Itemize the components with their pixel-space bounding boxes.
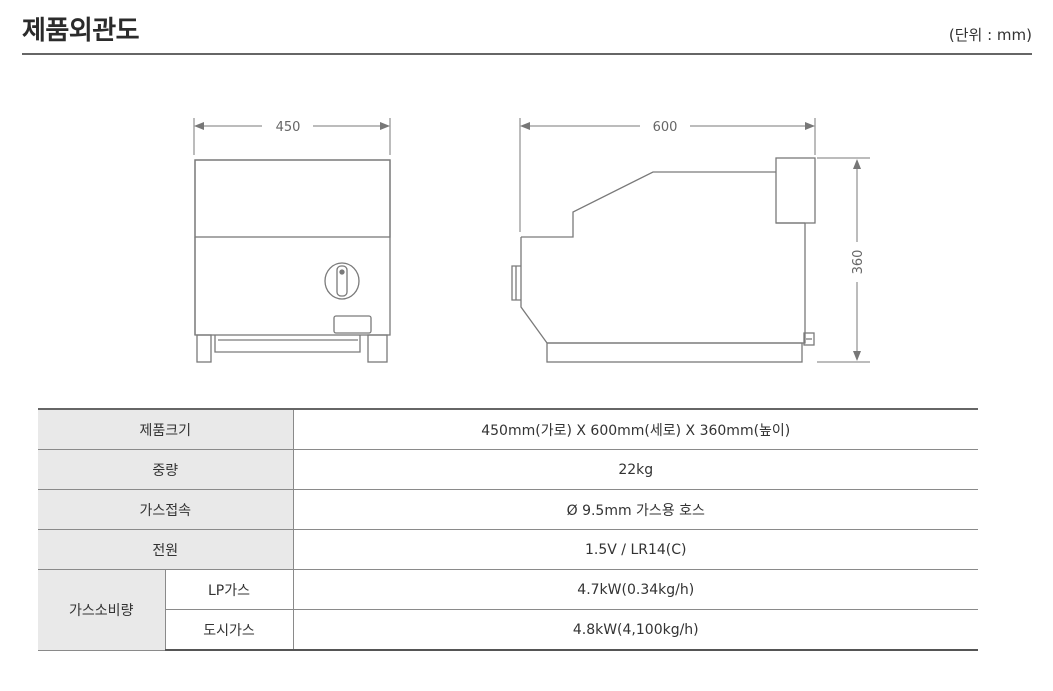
front-view xyxy=(193,118,391,363)
table-row: 중량 22kg xyxy=(38,449,978,490)
lp-gas-value: 4.7kW(0.34kg/h) xyxy=(293,569,978,610)
product-outline-drawing: 450 600 360 xyxy=(193,118,870,363)
city-gas-label: 도시가스 xyxy=(165,609,294,651)
city-gas-value: 4.8kW(4,100kg/h) xyxy=(293,609,978,651)
side-depth-label: 600 xyxy=(653,120,678,135)
weight-label: 중량 xyxy=(38,449,294,490)
spec-table: 제품크기 450mm(가로) X 600mm(세로) X 360mm(높이) 중… xyxy=(38,408,978,651)
power-label: 전원 xyxy=(38,529,294,570)
front-width-label: 450 xyxy=(276,120,301,135)
table-row: 제품크기 450mm(가로) X 600mm(세로) X 360mm(높이) xyxy=(38,408,978,450)
size-label: 제품크기 xyxy=(38,408,294,450)
side-view xyxy=(511,118,870,363)
gas-connection-label: 가스접속 xyxy=(38,489,294,530)
gas-consumption-label: 가스소비량 xyxy=(38,569,166,651)
page-header: 제품외관도 (단위 : mm) xyxy=(22,0,1032,55)
gas-connection-value: Ø 9.5mm 가스용 호스 xyxy=(293,489,978,530)
front-knob xyxy=(324,262,360,300)
unit-note: (단위 : mm) xyxy=(948,26,1032,44)
power-value: 1.5V / LR14(C) xyxy=(293,529,978,570)
table-row: 도시가스 4.8kW(4,100kg/h) xyxy=(38,609,978,651)
weight-value: 22kg xyxy=(293,449,978,490)
table-row: 가스접속 Ø 9.5mm 가스용 호스 xyxy=(38,489,978,530)
lp-gas-label: LP가스 xyxy=(165,569,294,610)
side-height-label: 360 xyxy=(851,250,866,275)
table-row: 가스소비량 LP가스 4.7kW(0.34kg/h) xyxy=(38,569,978,651)
size-value: 450mm(가로) X 600mm(세로) X 360mm(높이) xyxy=(293,408,978,450)
page-title: 제품외관도 xyxy=(22,16,140,46)
table-row: 전원 1.5V / LR14(C) xyxy=(38,529,978,570)
